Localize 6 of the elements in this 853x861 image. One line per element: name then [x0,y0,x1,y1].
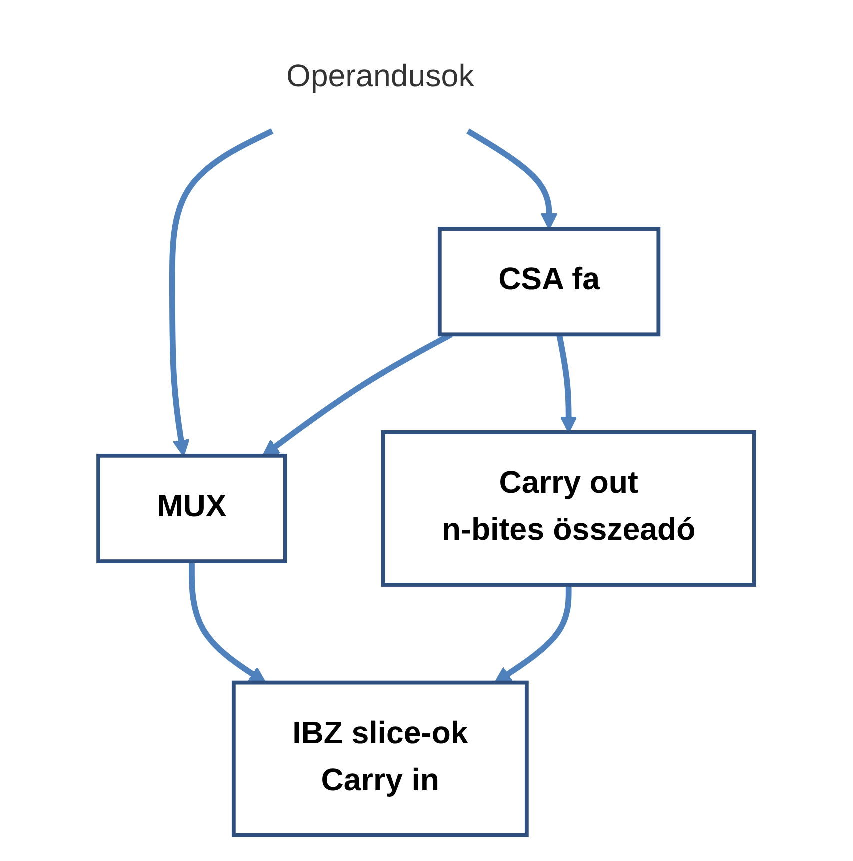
node-box: Carry out n-bites összeadó [381,430,756,587]
node-text: Operandusok [286,60,474,94]
node-box: IBZ slice-ok Carry in [232,680,529,838]
node-box: MUX [96,454,288,564]
arrow [466,128,558,230]
node-box: CSA fa [438,227,661,337]
